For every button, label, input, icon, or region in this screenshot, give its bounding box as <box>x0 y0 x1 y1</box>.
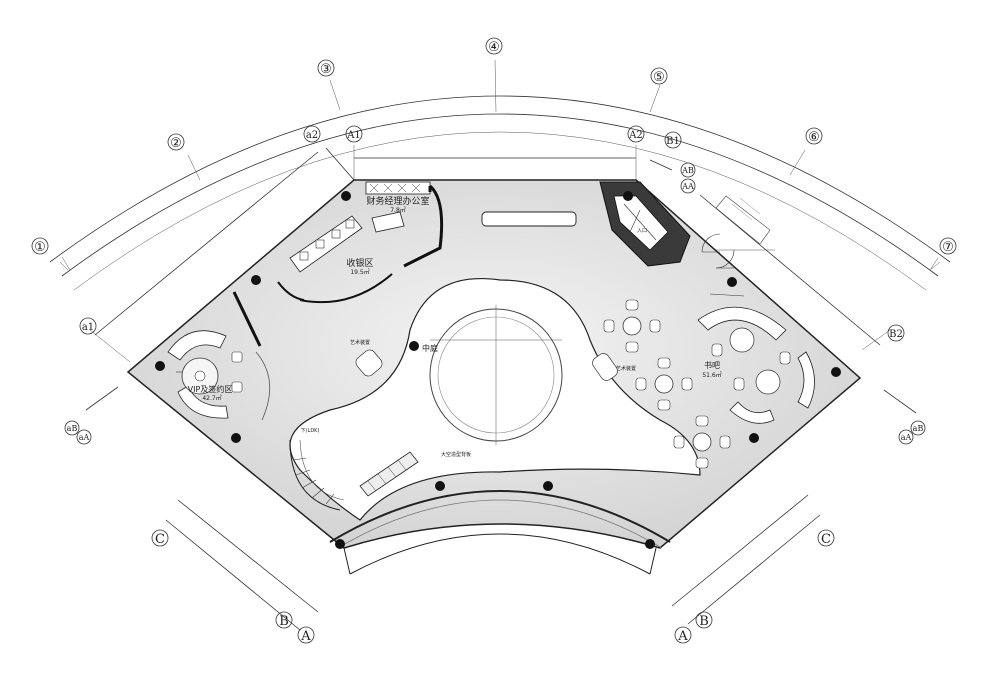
axis-label-aB-left: aB <box>67 424 78 433</box>
axis-bubbles <box>31 37 957 644</box>
dimension-ticks <box>59 261 941 271</box>
cashier-chairs <box>299 219 355 261</box>
column <box>335 539 345 549</box>
axis-label-5: ⑤ <box>653 70 665 85</box>
radial-axis-lines <box>61 59 939 271</box>
room-bar-name: 书吧 <box>704 360 720 370</box>
art-installation-right <box>592 353 618 381</box>
room-vip-name: VIP及签约区 <box>188 384 233 394</box>
column <box>231 433 241 443</box>
column <box>341 191 351 201</box>
room-cashier-area: 19.5㎡ <box>350 268 369 276</box>
room-finance-office-name: 财务经理办公室 <box>366 195 429 207</box>
radial-grid-arcs <box>49 95 951 291</box>
axis-label-aB-right: aB <box>913 424 924 433</box>
axis-label-A2: A2 <box>628 130 643 141</box>
axis-label-a1: a1 <box>82 322 94 333</box>
axis-label-AA: AA <box>681 182 694 191</box>
art-right-label: 艺术装置 <box>616 365 636 372</box>
entrance-label: 入口 <box>637 228 647 234</box>
axis-label-3: ③ <box>320 62 332 77</box>
axis-label-a2: a2 <box>306 130 318 141</box>
column <box>251 275 261 285</box>
column <box>727 277 737 287</box>
reception-desk <box>481 211 577 227</box>
entrance-door <box>701 233 735 269</box>
bar-lounge <box>697 293 815 424</box>
column <box>831 367 841 377</box>
column <box>645 539 655 549</box>
axis-label-A1: A1 <box>346 130 361 141</box>
axis-label-B-right: B <box>699 614 709 629</box>
axis-label-B2: B2 <box>889 329 903 340</box>
cafe-table-3 <box>673 415 731 469</box>
axis-label-6: ⑥ <box>808 130 820 145</box>
axis-label-C-right: C <box>821 532 831 547</box>
room-labels: 财务经理办公室 7.8㎡ 收银区 19.5㎡ VIP及签约区 42.7㎡ 书吧 … <box>188 195 722 458</box>
entrance-canopy <box>715 195 771 245</box>
axis-label-7: ⑦ <box>942 240 954 255</box>
cafe-table-1 <box>603 299 661 353</box>
axis-label-aA-right: aA <box>901 433 912 442</box>
stair-note-label: 下(LDK) <box>301 428 320 434</box>
axis-label-4: ④ <box>488 40 500 55</box>
column <box>543 481 553 491</box>
axis-label-B-left: B <box>279 614 289 629</box>
art-installation-left <box>355 349 383 377</box>
room-vip-area: 42.7㎡ <box>202 394 221 402</box>
vip-lounge <box>167 291 271 421</box>
art-left-label: 艺术装置 <box>350 339 370 346</box>
room-bar-area: 51.6㎡ <box>702 371 721 379</box>
room-finance-office-area: 7.8㎡ <box>390 206 406 214</box>
axis-label-B1: B1 <box>666 136 680 147</box>
axis-label-1: ① <box>34 240 46 255</box>
room-cashier-name: 收银区 <box>346 257 373 269</box>
axis-labels: ① ② ③ ④ ⑤ ⑥ ⑦ A1 A2 B1 a2 AB AA a1 B2 aB… <box>34 40 954 644</box>
finance-office-walls <box>365 181 444 268</box>
courtyard-label: 中庭 <box>422 343 438 353</box>
column <box>749 433 759 443</box>
column <box>409 341 419 351</box>
column <box>435 481 445 491</box>
axis-label-C-left: C <box>155 532 165 547</box>
axis-label-AB: AB <box>681 166 694 175</box>
cafe-table-2 <box>635 357 693 411</box>
axis-label-aA-left: aA <box>79 433 90 442</box>
column <box>623 191 633 201</box>
straight-stair <box>359 451 419 497</box>
axis-label-A-right: A <box>677 629 688 644</box>
curved-facade <box>329 490 671 575</box>
axis-label-2: ② <box>170 136 182 151</box>
structural-columns <box>155 191 841 549</box>
dimension-diagonals <box>85 151 917 631</box>
axis-label-A-left: A <box>300 629 311 644</box>
column <box>155 361 165 371</box>
spiral-stair <box>289 439 345 511</box>
facade-note-label: 大空造型背板 <box>441 451 471 458</box>
dimension-top <box>325 145 673 182</box>
